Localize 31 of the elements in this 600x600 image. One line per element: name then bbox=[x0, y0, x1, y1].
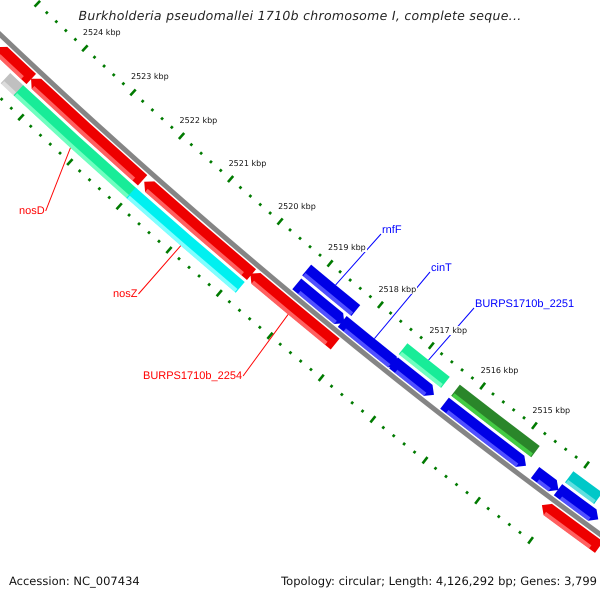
scale-label: 2518 kbp bbox=[377, 284, 418, 294]
gene-feature-bar bbox=[302, 264, 360, 316]
title: Burkholderia pseudomallei 1710b chromosome I, complete seque... bbox=[77, 8, 523, 23]
scale-label: 2515 kbp bbox=[531, 406, 572, 415]
gene-feature-bar bbox=[31, 78, 148, 186]
scale-label: 2520 kbp bbox=[277, 202, 317, 211]
gene-feature-bar bbox=[338, 316, 398, 368]
gene-feature-bar bbox=[565, 471, 600, 504]
scale-label: 2521 kbp bbox=[228, 159, 268, 168]
leader-line bbox=[138, 245, 182, 294]
scale-label: 2517 kbp bbox=[428, 326, 468, 335]
leader-line bbox=[45, 147, 71, 212]
scale-label: 2524 kbp bbox=[82, 28, 122, 38]
gene-label: nosD bbox=[19, 205, 45, 217]
leader-line bbox=[335, 234, 382, 286]
accession-text: Accession: NC_007434 bbox=[9, 574, 140, 588]
gene-label: cinT bbox=[431, 262, 452, 274]
gene-feature-bar bbox=[530, 466, 558, 492]
scale-label: 2523 kbp bbox=[130, 72, 170, 82]
scale-label: 2522 kbp bbox=[178, 116, 218, 125]
gene-feature-bar bbox=[144, 181, 256, 280]
gene-label: rnfF bbox=[382, 224, 402, 236]
leader-line bbox=[242, 314, 289, 376]
gene-label: nosZ bbox=[113, 288, 138, 300]
leader-line bbox=[374, 272, 430, 340]
gene-label: BURPS1710b_2251 bbox=[475, 298, 574, 310]
gene-feature-bar bbox=[398, 343, 450, 388]
genome-info-text: Topology: circular; Length: 4,126,292 bp; Genes: 3,799 bbox=[281, 574, 597, 588]
gene-label: BURPS1710b_2254 bbox=[143, 370, 242, 382]
scale-label: 2519 kbp bbox=[327, 243, 367, 252]
scale-label: 2516 kbp bbox=[480, 366, 520, 375]
